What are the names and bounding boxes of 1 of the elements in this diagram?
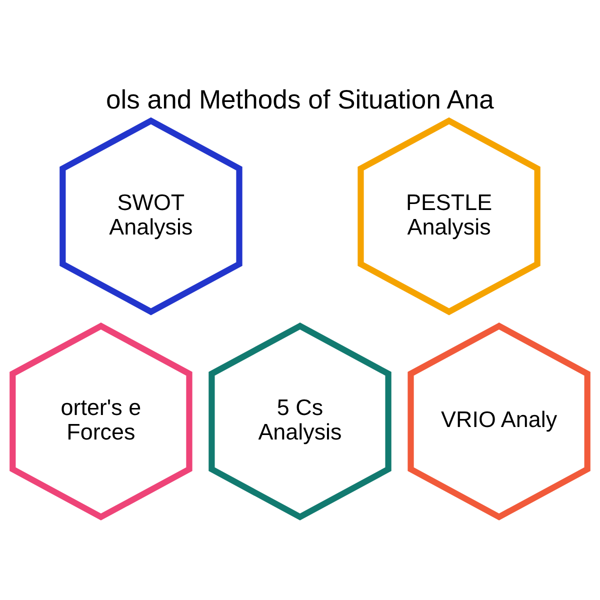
diagram-title: ols and Methods of Situation Ana (106, 84, 494, 114)
